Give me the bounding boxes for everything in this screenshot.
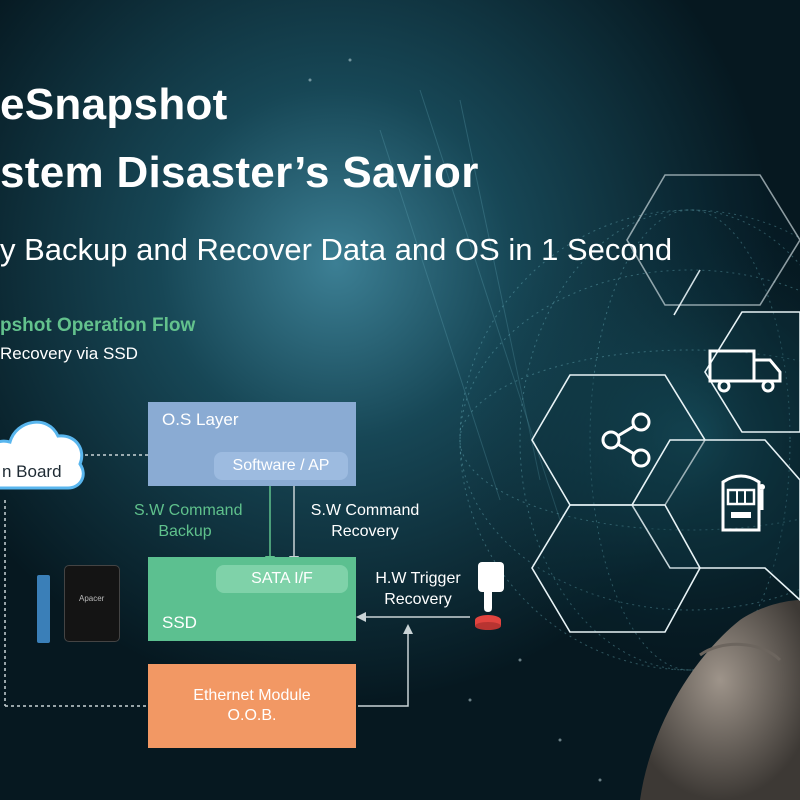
hw-trigger-line1: H.W Trigger bbox=[375, 570, 461, 587]
page-subtitle: y Backup and Recover Data and OS in 1 Se… bbox=[0, 232, 673, 267]
share-icon bbox=[601, 412, 651, 468]
ssd-label: SSD bbox=[162, 613, 197, 632]
page-title-line2: stem Disaster’s Savior bbox=[0, 148, 479, 197]
ethernet-label: Ethernet Module O.O.B. bbox=[148, 686, 356, 726]
cloud-label: n Board bbox=[2, 462, 62, 481]
page-title-line1: eSnapshot bbox=[0, 80, 228, 129]
truck-icon bbox=[708, 349, 782, 393]
slot-machine-icon bbox=[721, 474, 765, 532]
sw-backup-line2: Backup bbox=[158, 523, 212, 540]
ethernet-module-box: Ethernet Module O.O.B. bbox=[148, 664, 356, 748]
ssd-brand-label: Apacer bbox=[79, 594, 105, 603]
ethernet-line1: Ethernet Module bbox=[193, 687, 311, 704]
flow-title: pshot Operation Flow bbox=[0, 315, 196, 336]
flow-subtitle: Recovery via SSD bbox=[0, 344, 138, 363]
os-layer-label: O.S Layer bbox=[162, 410, 239, 429]
sw-recovery-label: S.W Command Recovery bbox=[303, 500, 427, 542]
sata-if-label: SATA I/F bbox=[216, 565, 348, 593]
software-ap-label: Software / AP bbox=[214, 452, 348, 480]
sw-recovery-line2: Recovery bbox=[331, 523, 399, 540]
ethernet-line2: O.O.B. bbox=[227, 707, 277, 724]
ssd-box: SATA I/F SSD bbox=[148, 557, 356, 641]
press-button-icon bbox=[475, 562, 504, 630]
sw-backup-label: S.W Command Backup bbox=[134, 500, 243, 542]
ssd-stick-image bbox=[37, 575, 50, 643]
ssd-product-image: Apacer bbox=[64, 565, 120, 642]
os-layer-box: O.S Layer Software / AP bbox=[148, 402, 356, 486]
cloud-icon bbox=[0, 420, 85, 490]
sw-recovery-line1: S.W Command bbox=[310, 502, 420, 519]
sw-backup-line1: S.W Command bbox=[134, 502, 243, 519]
hw-trigger-line2: Recovery bbox=[384, 591, 452, 608]
hw-trigger-label: H.W Trigger Recovery bbox=[362, 568, 474, 610]
